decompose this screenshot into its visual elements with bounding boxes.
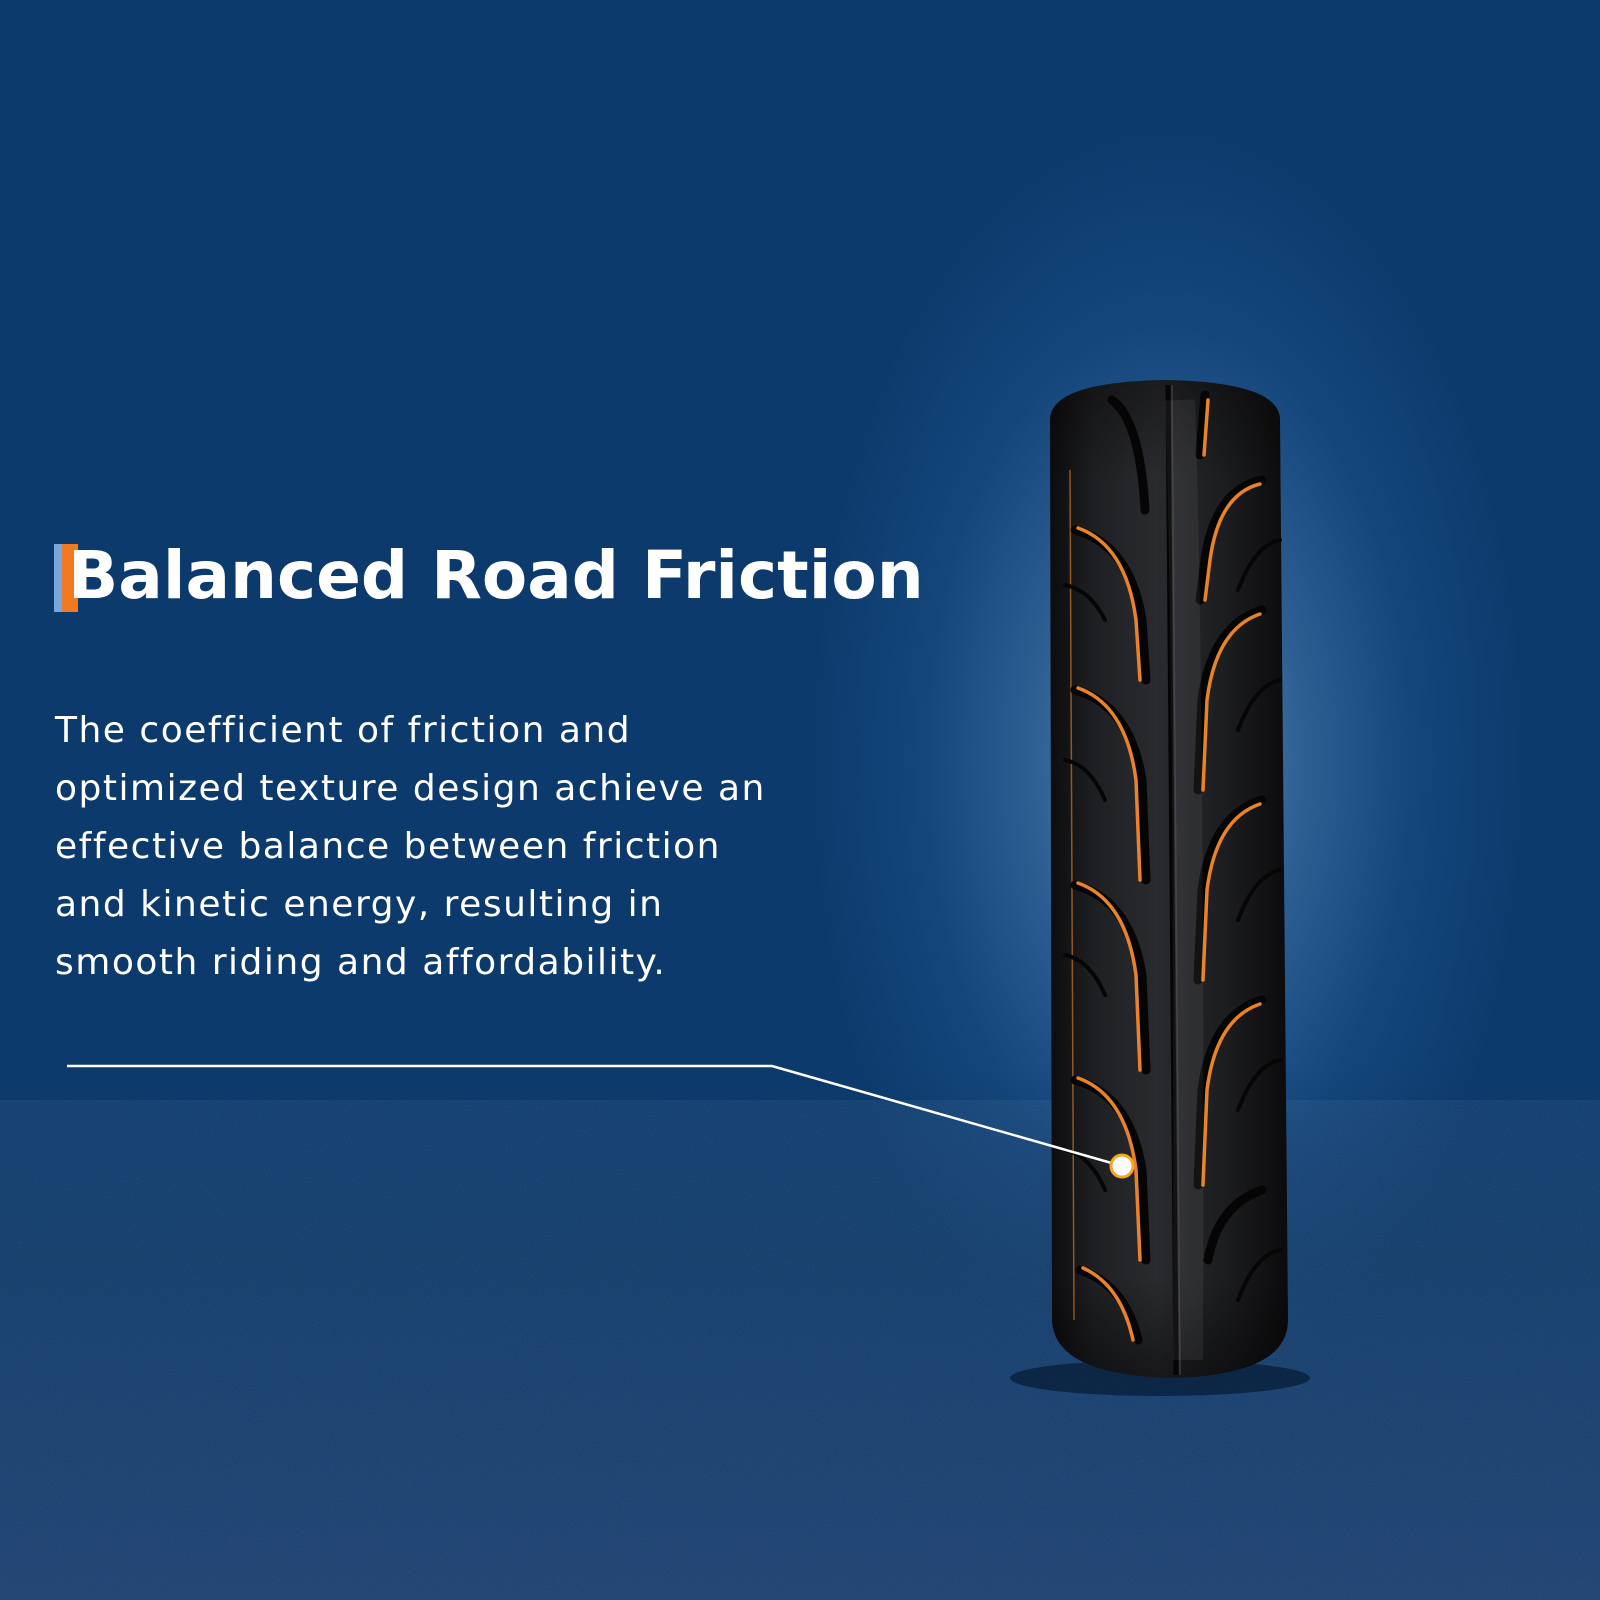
description-line: The coefficient of friction and [55,710,632,751]
accent-bar-orange [62,544,78,612]
callout-dot [1109,1153,1135,1179]
description-line: and kinetic energy, resulting in [55,884,664,925]
description-line: effective balance between friction [55,826,721,867]
description-line: optimized texture design achieve an [55,768,766,809]
heading-accent-mark [54,540,88,612]
description-line: smooth riding and affordability. [55,942,667,983]
description-text: The coefficient of friction and optimize… [55,702,815,992]
callout-line [67,1064,1123,1168]
heading-block: Balanced Road Friction [54,540,924,612]
page-title: Balanced Road Friction [68,537,924,614]
floor-texture [0,1100,1600,1600]
